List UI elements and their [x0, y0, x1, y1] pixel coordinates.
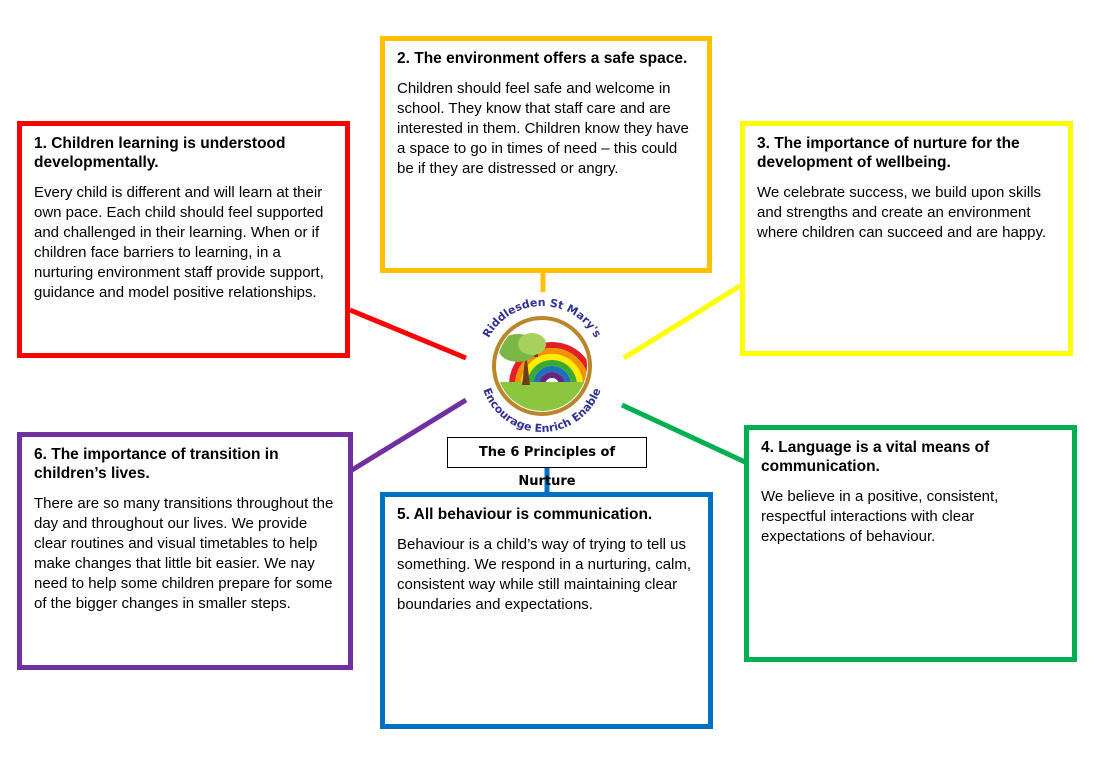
- logo-rainbow-scene: [497, 321, 587, 411]
- principle-box-5: 5. All behaviour is communication. Behav…: [380, 492, 713, 729]
- principle-title: 4. Language is a vital means of communic…: [761, 439, 990, 475]
- principle-body: Behaviour is a child’s way of trying to …: [397, 536, 692, 613]
- principle-body: There are so many transitions throughout…: [34, 495, 334, 612]
- principle-title: 6. The importance of transition in child…: [34, 446, 279, 482]
- principle-title: 1. Children learning is understood devel…: [34, 135, 286, 171]
- principle-title: 2. The environment offers a safe space.: [397, 50, 688, 67]
- principle-box-6: 6. The importance of transition in child…: [17, 432, 353, 670]
- principle-box-4: 4. Language is a vital means of communic…: [744, 425, 1077, 662]
- principle-box-2: 2. The environment offers a safe space. …: [380, 36, 712, 273]
- principle-box-3: 3. The importance of nurture for the dev…: [740, 121, 1073, 356]
- connector-principle-6: [350, 397, 468, 473]
- principle-body: We believe in a positive, consistent, re…: [761, 488, 999, 545]
- principle-body: We celebrate success, we build upon skil…: [757, 184, 1047, 241]
- connector-principle-4: [620, 402, 747, 465]
- principle-title: 5. All behaviour is communication.: [397, 506, 653, 523]
- principle-title: 3. The importance of nurture for the dev…: [757, 135, 1020, 171]
- principle-body: Every child is different and will learn …: [34, 184, 324, 301]
- diagram-caption: The 6 Principles of Nurture: [447, 437, 647, 489]
- connector-principle-1: [349, 307, 467, 361]
- school-logo: Riddlesden St Mary's Encourage Enrich En…: [468, 292, 616, 440]
- principle-body: Children should feel safe and welcome in…: [397, 80, 689, 177]
- principle-box-1: 1. Children learning is understood devel…: [17, 121, 350, 358]
- connector-principle-3: [622, 283, 742, 361]
